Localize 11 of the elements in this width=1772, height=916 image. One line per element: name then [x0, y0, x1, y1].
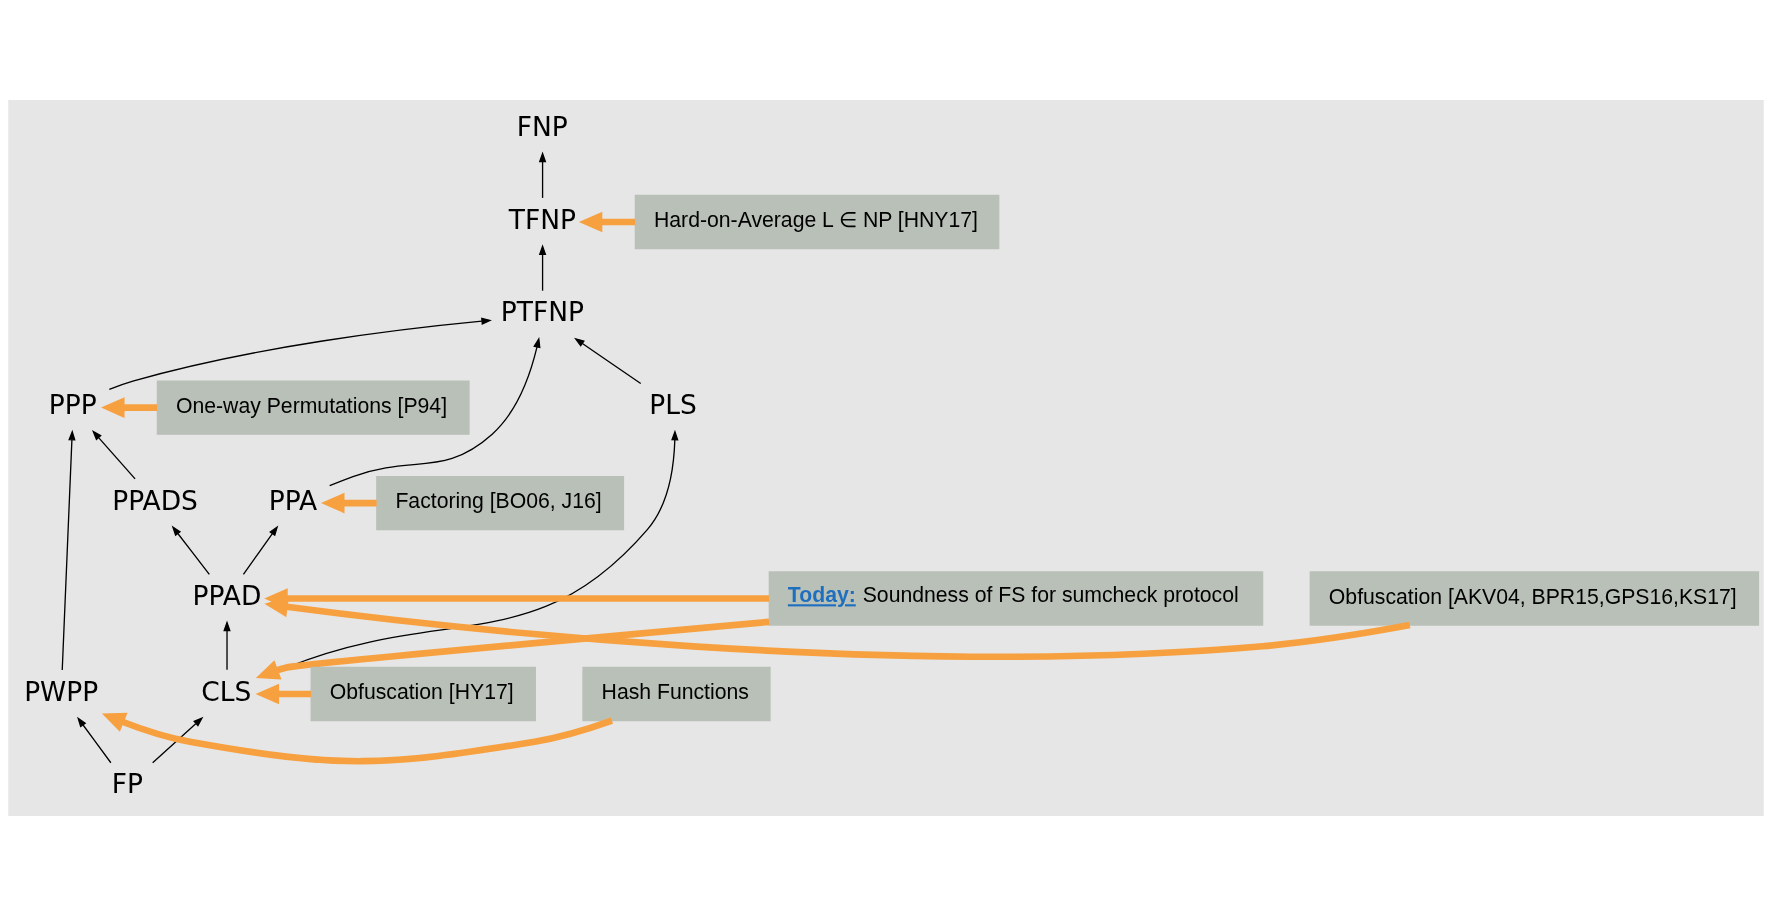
node-text: PTFNP	[500, 296, 585, 328]
node-text: FP	[111, 768, 143, 800]
node-text: PPP	[48, 389, 97, 421]
node-text: PWPP	[24, 675, 99, 707]
node-text: TFNP	[508, 203, 577, 235]
node-text: FNP	[516, 110, 568, 142]
node-text: PPADS	[112, 484, 198, 516]
node-text: PPAD	[192, 580, 262, 612]
node-text: PLS	[649, 389, 697, 421]
node-text: PPA	[268, 484, 318, 516]
node-text: CLS	[201, 675, 252, 707]
